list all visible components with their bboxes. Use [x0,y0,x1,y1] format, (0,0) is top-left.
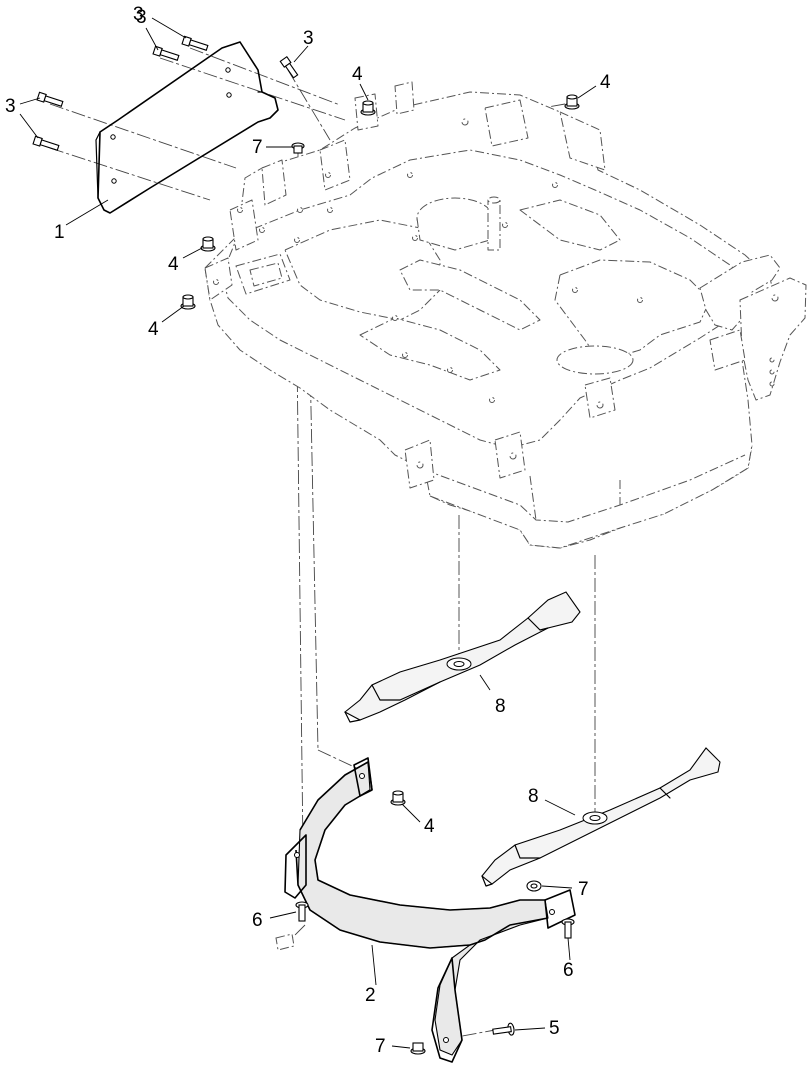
callout-1: 1 [54,222,65,243]
mower-deck [204,81,807,549]
callout-4: 4 [352,64,363,85]
screw-group [295,901,575,939]
nut-group [291,142,542,1055]
screw [291,142,305,154]
screw [295,901,309,922]
callout-7: 7 [375,1036,386,1057]
callout-8: 8 [495,696,506,717]
callout-4: 4 [424,816,435,837]
callout-4: 4 [600,72,611,93]
bolt [32,135,60,151]
callout-6: 6 [252,910,263,931]
callout-7: 7 [252,137,263,158]
bolt [181,35,209,51]
bolt [36,91,64,107]
bolt-group [32,35,299,151]
flange-nut [390,790,406,806]
flange-nut [200,236,216,252]
flange-nut [180,294,196,310]
callout-7: 7 [578,879,589,900]
callout-2: 2 [365,985,376,1006]
callout-3: 3 [133,4,144,25]
callout-labels: 1 3 3 3 3 4 4 4 4 4 7 7 7 8 8 6 6 2 5 [5,4,611,1057]
callout-3: 3 [136,7,147,28]
callout-3: 3 [303,28,314,49]
callout-4: 4 [168,254,179,275]
deflector-plate [95,41,279,214]
flange-nut [360,100,376,116]
mower-blade-upper [344,591,581,723]
bolt [152,45,180,61]
carriage-bolt [492,1022,515,1036]
flange-nut-group [180,94,580,806]
blade-guard [275,757,576,1063]
callout-8: 8 [528,786,539,807]
screw [561,918,575,939]
mower-blade-lower [481,747,721,887]
bolt [279,56,299,79]
callout-5: 5 [549,1018,560,1039]
leader-lines [19,17,597,1049]
callout-3: 3 [5,96,16,117]
nut [410,1042,426,1055]
nut [526,880,542,892]
callout-6: 6 [563,960,574,981]
callout-4: 4 [148,319,159,340]
flange-nut [564,94,580,110]
